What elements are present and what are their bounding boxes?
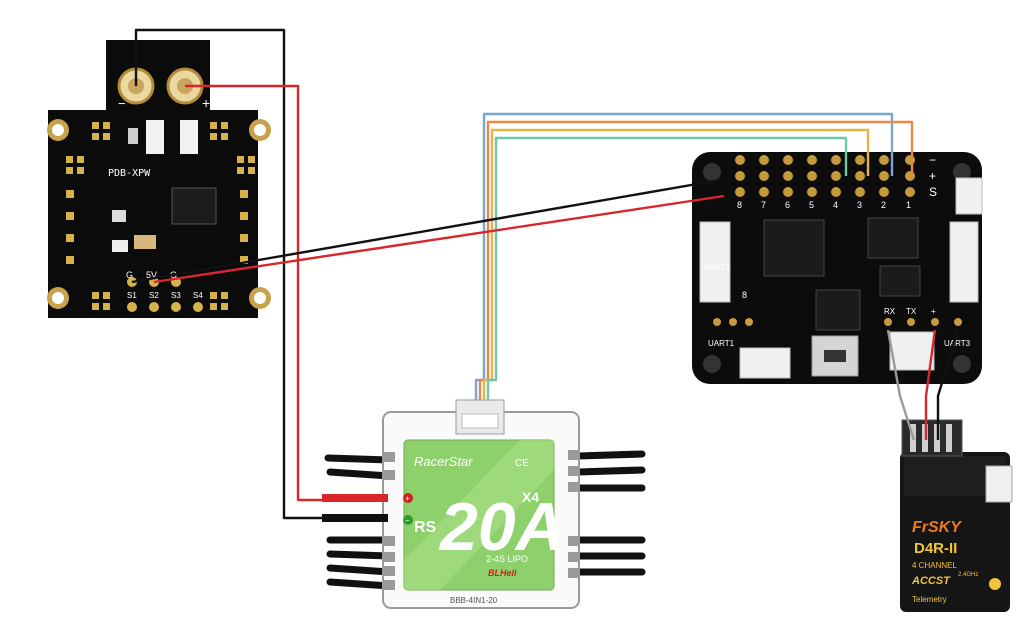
fc-board-id: 8	[742, 290, 747, 300]
rx-brand: FrSKY	[912, 519, 962, 536]
fc-header-s: S	[929, 185, 937, 199]
frsky-receiver: FrSKY D4R-II 4 CHANNEL ACCST 2.4GHz Tele…	[900, 419, 1013, 612]
wire-fc-ground	[131, 178, 721, 284]
pdb-out-s4: S4	[193, 291, 203, 300]
fc-uart3-label: UART3	[944, 339, 971, 348]
wire-rx-ground	[936, 329, 960, 440]
fc-ch-5: 5	[809, 200, 814, 210]
wire-signal-orange	[478, 120, 914, 400]
fc-port-rx: RX	[884, 307, 896, 316]
esc-plus-label: +	[405, 494, 410, 503]
wire-battery-negative	[134, 28, 385, 520]
esc-multiplier: X4	[522, 489, 539, 505]
esc-cells: 2-4S LIPO	[486, 554, 528, 564]
fc-header-minus: −	[929, 153, 936, 167]
fc-port-tx: TX	[906, 307, 917, 316]
wire-signal-green	[486, 136, 848, 400]
fc-uart1-label: UART1	[708, 339, 735, 348]
esc-brand: RacerStar	[414, 454, 473, 469]
rx-protocol: ACCST	[911, 575, 951, 587]
fc-ch-8: 8	[737, 200, 742, 210]
wire-rx-power	[924, 329, 937, 440]
fc-ch-1: 1	[906, 200, 911, 210]
esc-prefix: RS	[414, 519, 437, 536]
esc-minus-label: −	[405, 516, 410, 525]
pdb-plus-label: +	[202, 95, 210, 111]
esc-model: 20A	[438, 489, 565, 565]
flight-controller-board: − + S 1 2 3 4 5 6 7 8 RX TX	[692, 152, 983, 384]
pdb-name: PDB-XPW	[108, 168, 151, 179]
fc-ch-6: 6	[785, 200, 790, 210]
fc-ch-4: 4	[833, 200, 838, 210]
esc-4in1: RacerStar CE 20A X4 RS 2-4S LIPO BLHeli …	[324, 399, 646, 609]
fc-port-plus: +	[931, 307, 936, 316]
fc-ch-3: 3	[857, 200, 862, 210]
rx-band: 2.4GHz	[958, 572, 978, 578]
wire-fc-5v	[153, 194, 725, 284]
pdb-pin-5v: 5V	[146, 270, 157, 280]
esc-ce-mark: CE	[515, 458, 529, 469]
wire-signal-yellow	[482, 128, 870, 400]
pdb-out-s3: S3	[171, 291, 181, 300]
fc-ch-7: 7	[761, 200, 766, 210]
pdb-out-s2: S2	[149, 291, 159, 300]
esc-firmware: BLHeli	[488, 568, 517, 578]
fc-ch-2: 2	[881, 200, 886, 210]
wire-signal-blue	[474, 112, 894, 400]
rx-telemetry: Telemetry	[912, 595, 947, 604]
fc-uart2-label: UART2	[704, 263, 731, 272]
rx-model: D4R-II	[914, 540, 957, 557]
pdb-pin-g1: G	[126, 270, 133, 280]
fc-header-plus: +	[929, 169, 936, 183]
pdb-out-s1: S1	[127, 291, 137, 300]
esc-code: BBB-4IN1-20	[450, 596, 498, 605]
wire-rx-signal	[886, 329, 916, 441]
pdb-minus-label: −	[118, 96, 126, 111]
pdb-board: − + PDB-XPW	[47, 40, 271, 318]
rx-channels: 4 CHANNEL	[912, 561, 957, 570]
